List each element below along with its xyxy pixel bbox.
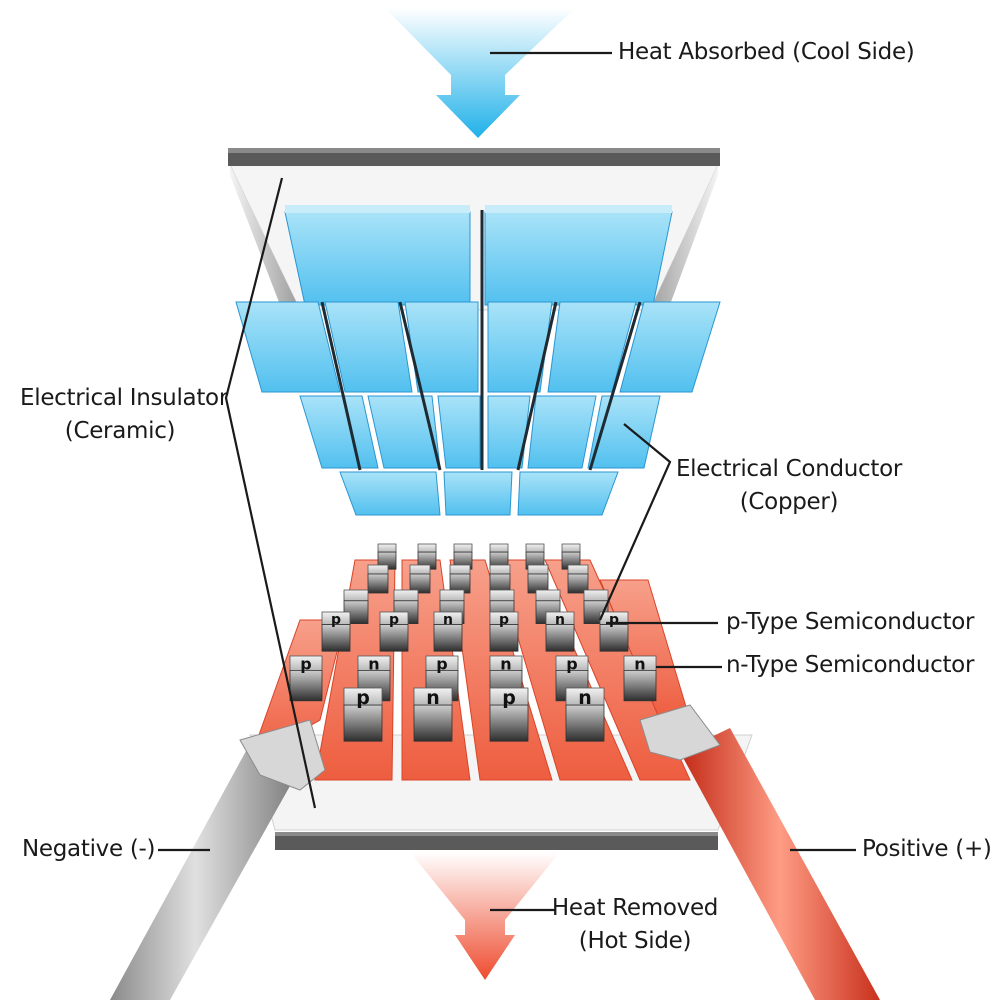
pellet-body <box>623 670 657 702</box>
pellet-top <box>583 589 609 602</box>
copper-conductors-top <box>235 205 721 516</box>
heat-absorbed-arrow <box>385 8 575 138</box>
pellet-top <box>439 589 465 602</box>
p-type-letter: p <box>502 687 516 709</box>
leader-insulator <box>224 177 317 809</box>
pellet-top <box>525 543 545 553</box>
pellet-top <box>489 564 511 575</box>
pellet-top <box>367 564 389 575</box>
pellet-body <box>367 573 389 594</box>
pellet-top <box>489 589 515 602</box>
n-type-letter: n <box>443 612 453 628</box>
pellet-body <box>489 624 519 652</box>
conductor-line2: (Copper) <box>739 489 839 516</box>
semiconductor-pellet <box>409 564 431 594</box>
pellet-top <box>393 589 419 602</box>
pellet-top <box>417 543 437 553</box>
semiconductor-pellet <box>449 564 471 594</box>
label-electrical-conductor: Electrical Conductor (Copper) <box>674 453 904 520</box>
pellet-body <box>489 704 529 742</box>
pellet-body <box>567 573 589 594</box>
insulator-line2: (Ceramic) <box>64 418 176 445</box>
pellet-top <box>527 564 549 575</box>
semiconductor-pellet <box>489 564 511 594</box>
semiconductor-pellet: p <box>555 654 589 702</box>
label-n-type: n-Type Semiconductor <box>726 652 975 678</box>
pellet-top <box>453 543 473 553</box>
pellet-body <box>379 624 409 652</box>
semiconductor-pellet: p <box>599 611 629 652</box>
semiconductor-pellet: p <box>289 654 323 702</box>
pellet-body <box>413 704 453 742</box>
pellet-top <box>535 589 561 602</box>
n-type-letter: n <box>500 654 511 673</box>
semiconductor-pellet <box>527 564 549 594</box>
pellet-top <box>409 564 431 575</box>
pellet-body <box>289 670 323 702</box>
negative-wire <box>110 719 326 1000</box>
semiconductor-pellet <box>567 564 589 594</box>
insulator-line1: Electrical Insulator <box>20 385 228 411</box>
semiconductor-pellet: n <box>545 611 575 652</box>
pellet-top <box>377 543 397 553</box>
label-heat-removed: Heat Removed (Hot Side) <box>545 892 725 959</box>
heat-removed-line2: (Hot Side) <box>578 928 692 955</box>
pellet-top <box>567 564 589 575</box>
pellet-top <box>489 543 509 553</box>
pellet-body <box>409 573 431 594</box>
leader-lines <box>158 51 856 912</box>
p-type-letter: p <box>609 612 619 628</box>
p-type-letter: p <box>331 612 341 628</box>
semiconductor-pellet: p <box>489 611 519 652</box>
label-electrical-insulator: Electrical Insulator (Ceramic) <box>20 382 228 449</box>
pellet-top <box>561 543 581 553</box>
p-type-letter: p <box>300 654 311 673</box>
n-type-letter: n <box>578 687 592 709</box>
positive-wire <box>639 704 880 1000</box>
n-type-letter: n <box>368 654 379 673</box>
p-type-letter: p <box>499 612 509 628</box>
pellet-body <box>599 624 629 652</box>
semiconductor-pellet: p <box>343 687 383 742</box>
semiconductor-pellet: p <box>321 611 351 652</box>
heat-removed-line1: Heat Removed <box>551 895 719 921</box>
semiconductor-pellet: n <box>623 654 657 702</box>
pellet-body <box>343 704 383 742</box>
pellet-body <box>545 624 575 652</box>
semiconductor-pellet: p <box>379 611 409 652</box>
label-p-type: p-Type Semiconductor <box>726 609 975 635</box>
n-type-letter: n <box>634 654 645 673</box>
pellet-body <box>321 624 351 652</box>
p-type-letter: p <box>389 612 399 628</box>
semiconductor-pellet: n <box>413 687 453 742</box>
p-type-letter: p <box>436 654 447 673</box>
conductor-line1: Electrical Conductor <box>675 456 903 482</box>
label-positive: Positive (+) <box>862 836 992 862</box>
heat-removed-arrow <box>410 852 560 980</box>
semiconductor-pellet: n <box>565 687 605 742</box>
label-heat-absorbed: Heat Absorbed (Cool Side) <box>618 39 915 65</box>
semiconductor-pellet: p <box>489 687 529 742</box>
pellet-body <box>433 624 463 652</box>
leader-conductor <box>598 423 672 621</box>
p-type-letter: p <box>356 687 370 709</box>
semiconductor-pellet <box>367 564 389 594</box>
n-type-letter: n <box>426 687 440 709</box>
n-type-letter: n <box>555 612 565 628</box>
pellet-top <box>449 564 471 575</box>
semiconductor-pellet: n <box>433 611 463 652</box>
pellet-body <box>565 704 605 742</box>
pellet-top <box>343 589 369 602</box>
label-negative: Negative (-) <box>22 836 156 862</box>
p-type-letter: p <box>566 654 577 673</box>
